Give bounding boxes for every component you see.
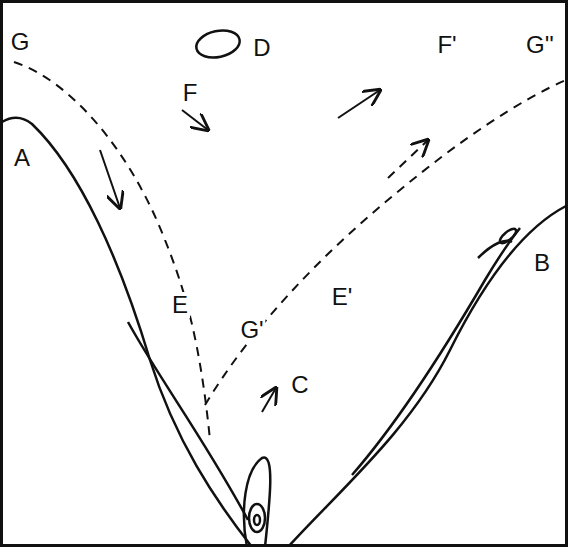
point-label: D [251, 35, 272, 61]
eddy-oval [194, 27, 242, 62]
point-label: E' [330, 284, 355, 310]
flow-arrow [388, 140, 428, 178]
dashed-streamline [14, 62, 210, 440]
inner-lens-line [128, 322, 248, 520]
flow-arrow [262, 388, 276, 412]
point-label: G' [238, 317, 265, 343]
point-label: E [170, 292, 190, 318]
point-label: G [9, 29, 32, 55]
dashed-streamline [205, 80, 566, 405]
small-eddy [498, 227, 518, 246]
flow-arrow [338, 90, 380, 118]
point-label: G'' [524, 32, 556, 58]
point-label: F' [435, 32, 458, 58]
eddy-loop [244, 457, 270, 547]
inner-lens-line [478, 241, 512, 258]
point-label: A [12, 145, 32, 171]
flow-arrow [182, 110, 208, 130]
point-label: F [181, 80, 200, 106]
eddy-loop [249, 504, 265, 532]
eddy-loop [254, 515, 260, 525]
point-label: B [532, 250, 552, 276]
boundary-curve [2, 118, 252, 547]
boundary-curve [288, 206, 566, 547]
point-label: C [289, 372, 310, 398]
inner-lens-line [352, 228, 520, 475]
flow-arrow [100, 150, 120, 208]
